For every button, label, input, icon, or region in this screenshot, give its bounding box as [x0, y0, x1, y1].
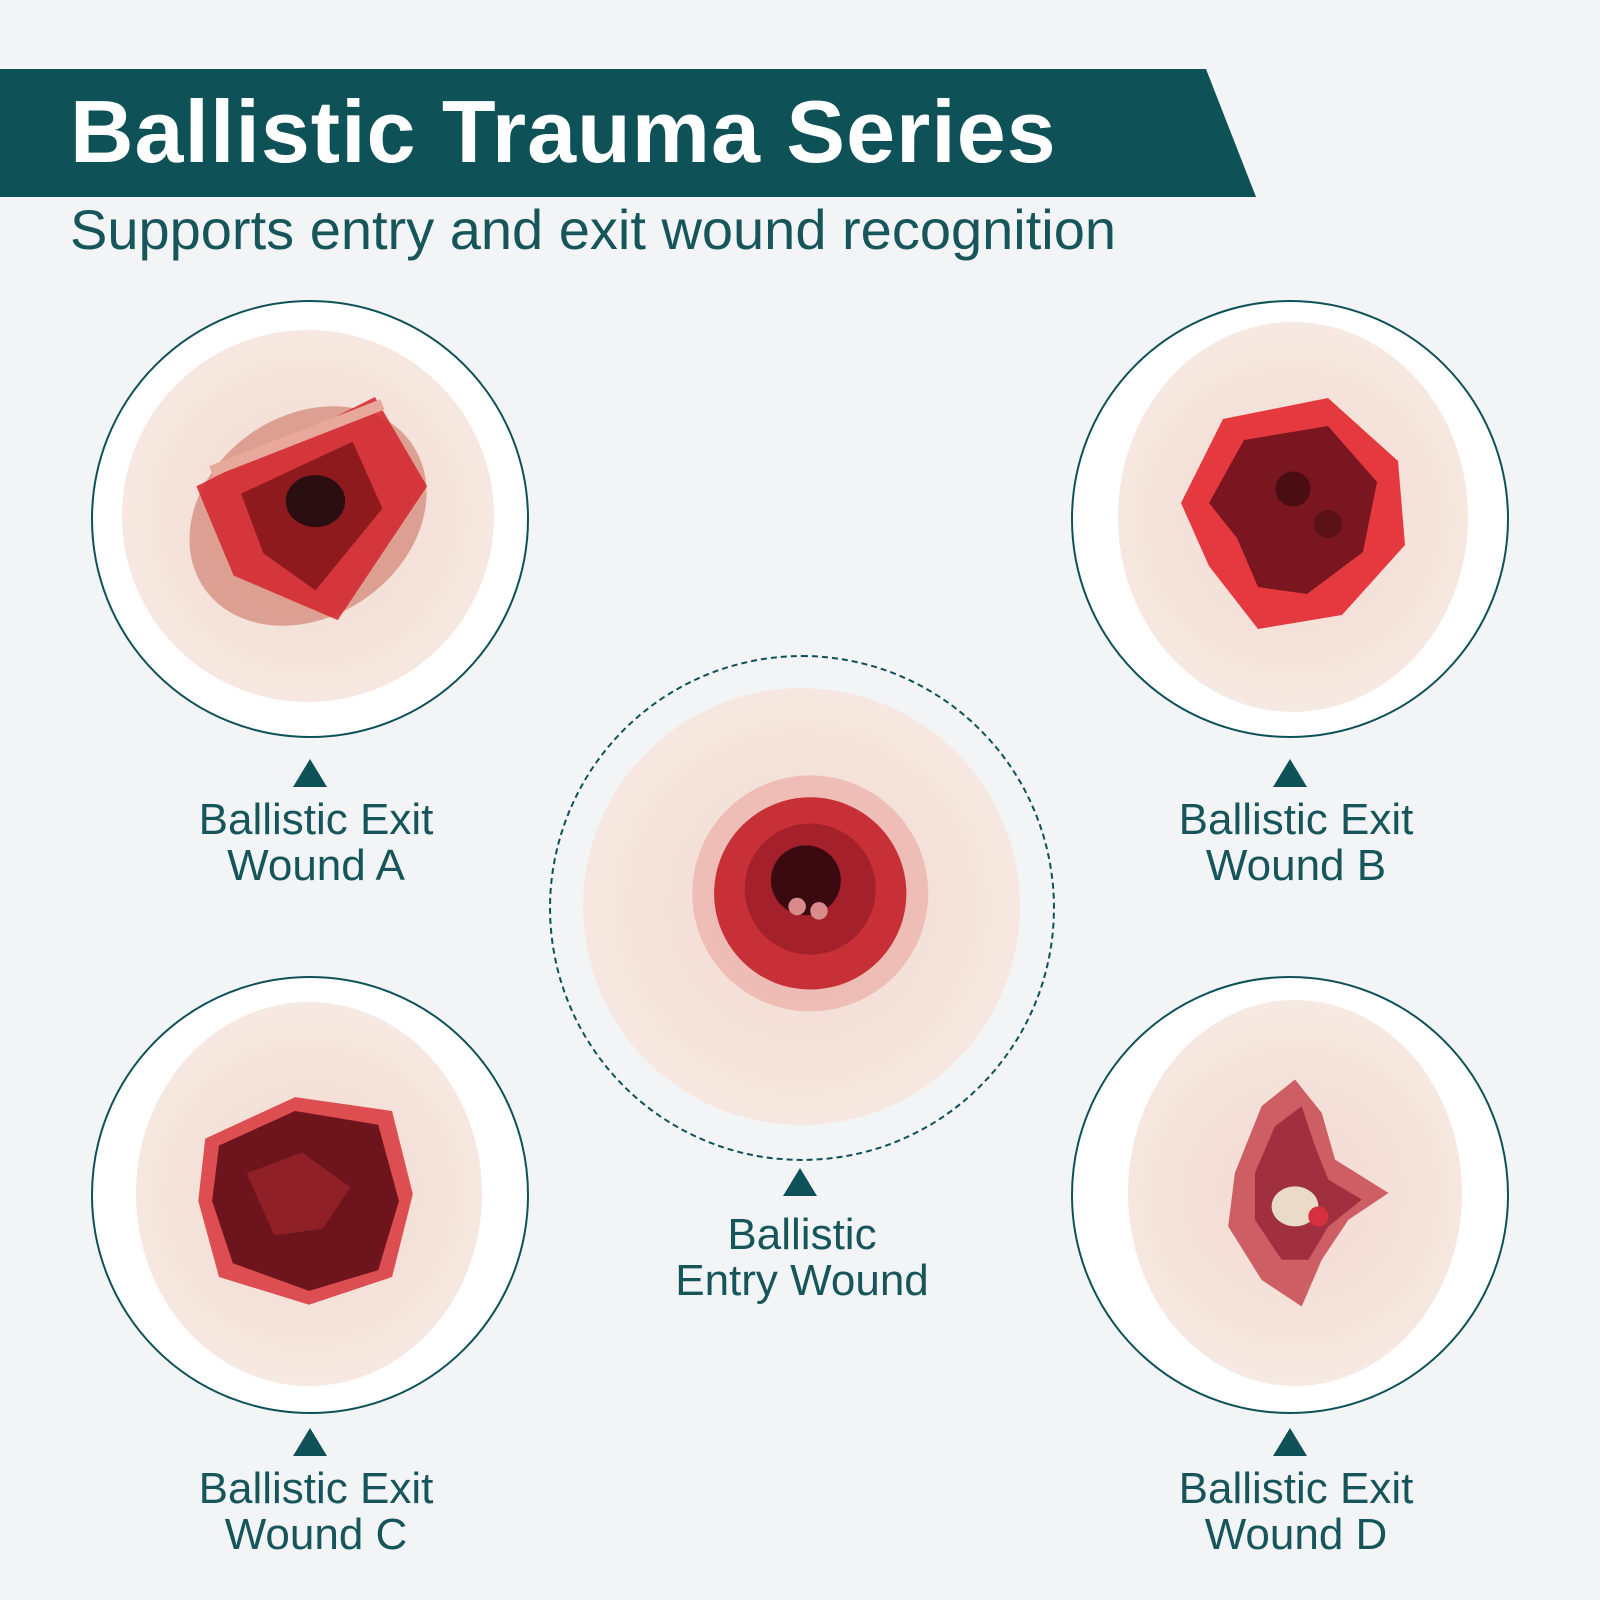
pointer-triangle-entry: [783, 1168, 817, 1196]
title-banner: [0, 69, 1256, 197]
pointer-triangle-c: [293, 1428, 327, 1456]
pointer-triangle-b: [1273, 759, 1307, 787]
pointer-triangle-d: [1273, 1428, 1307, 1456]
wound-label-b: Ballistic Exit Wound B: [1178, 795, 1414, 890]
wound-image-c: [136, 1002, 482, 1386]
wound-image-a: [122, 330, 494, 702]
wound-label-entry: Ballistic Entry Wound: [675, 1210, 929, 1305]
wound-label-a: Ballistic Exit Wound A: [198, 795, 434, 890]
wound-label-c: Ballistic Exit Wound C: [198, 1464, 434, 1559]
wound-image-b: [1118, 322, 1468, 712]
pointer-triangle-a: [293, 759, 327, 787]
page-title: Ballistic Trauma Series: [70, 82, 1057, 181]
wound-image-entry: [583, 688, 1020, 1125]
wound-image-d: [1128, 1000, 1462, 1386]
wound-label-d: Ballistic Exit Wound D: [1178, 1464, 1414, 1559]
wound-frame-entry: [549, 655, 1055, 1161]
page-subtitle: Supports entry and exit wound recognitio…: [70, 198, 1116, 261]
